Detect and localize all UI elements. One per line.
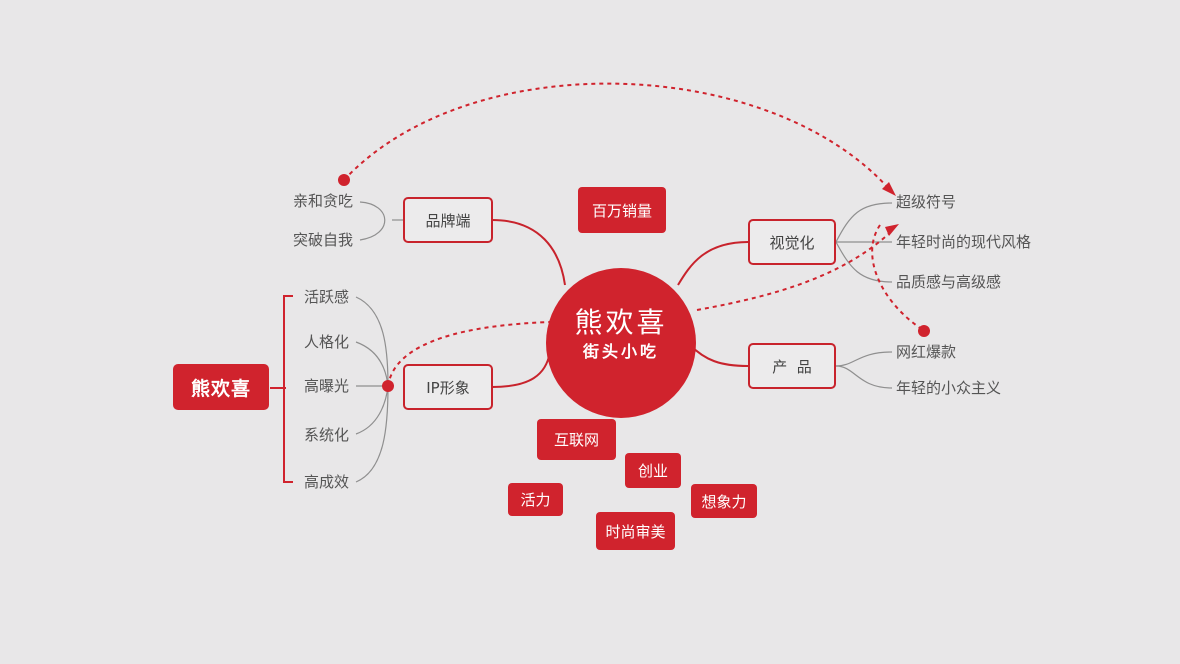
center-link-brand (491, 219, 566, 286)
trait-item: 高曝光 (304, 377, 350, 395)
center-subtitle: 街头小吃 (582, 342, 659, 361)
center-link-ip (491, 351, 551, 388)
trait-item: 系统化 (304, 426, 350, 444)
dashed-arc-start-dot (338, 174, 350, 186)
trait-link-4 (355, 385, 389, 435)
brand-item: 亲和贪吃 (293, 192, 354, 210)
trait-link-1 (355, 296, 389, 387)
brand-items-bracket (359, 201, 386, 241)
product-target-dot (918, 325, 930, 337)
root-brand-label: 熊欢喜 (173, 364, 269, 410)
visual-item-link-3 (835, 241, 893, 283)
brand-item: 突破自我 (293, 231, 354, 249)
dashed-arc-ip (387, 321, 551, 387)
branch-box-brand-end: 品牌端 (403, 197, 493, 243)
dashed-arc-visual-product (871, 224, 921, 329)
arrowhead-visual (885, 224, 899, 236)
arrowhead-top (882, 182, 896, 196)
center-title: 熊欢喜 (574, 306, 668, 339)
tag-internet: 互联网 (537, 419, 616, 460)
product-item-link-2 (835, 365, 893, 389)
trait-link-2 (355, 341, 389, 387)
root-bracket (283, 295, 293, 483)
trait-item: 活跃感 (304, 288, 350, 306)
dashed-arc-center-visual (696, 229, 894, 311)
trait-link-5 (355, 385, 389, 483)
center-link-visual (677, 241, 749, 286)
trait-item: 高成效 (304, 473, 350, 491)
center-node: 熊欢喜 街头小吃 (546, 268, 696, 418)
dashed-arc-top (343, 82, 891, 191)
product-item-link-1 (835, 351, 893, 367)
ip-hub-dot (382, 380, 394, 392)
visual-item: 品质感与高级感 (896, 273, 1002, 291)
trait-item: 人格化 (304, 333, 350, 351)
product-item: 年轻的小众主义 (896, 379, 1002, 397)
visual-item: 年轻时尚的现代风格 (896, 233, 1032, 251)
product-item: 网红爆款 (896, 343, 957, 361)
tag-startup: 创业 (625, 453, 681, 488)
branch-box-product: 产 品 (748, 343, 836, 389)
tag-vitality: 活力 (508, 483, 563, 516)
tag-imagination: 想象力 (691, 484, 757, 518)
visual-item-link-1 (835, 202, 893, 243)
tag-million-sales: 百万销量 (578, 187, 666, 233)
branch-box-visual: 视觉化 (748, 219, 836, 265)
center-link-product (689, 344, 749, 367)
tag-fashion: 时尚审美 (596, 512, 675, 550)
branch-box-ip-image: IP形象 (403, 364, 493, 410)
visual-item: 超级符号 (896, 193, 957, 211)
